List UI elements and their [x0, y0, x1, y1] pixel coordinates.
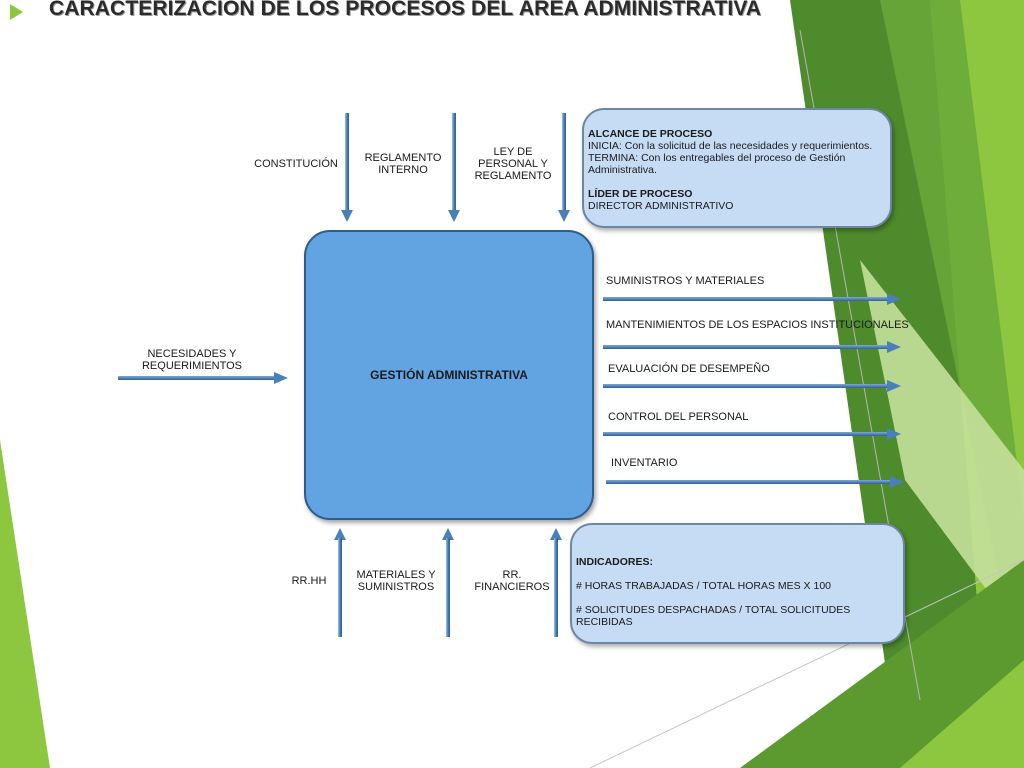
indicator-item: # HORAS TRABAJADAS / TOTAL HORAS MES X 1…: [576, 580, 831, 592]
output-label: SUMINISTROS Y MATERIALES: [606, 275, 765, 287]
output-arrow: [603, 293, 901, 305]
green-panel-left: [0, 440, 50, 768]
output-arrow: [603, 341, 901, 353]
control-arrow: [558, 113, 570, 222]
process-box: GESTIÓN ADMINISTRATIVA: [304, 230, 594, 520]
control-arrow: [448, 113, 460, 222]
leader-heading: LÍDER DE PROCESO: [588, 188, 693, 200]
indicator-item: # SOLICITUDES DESPACHADAS / TOTAL SOLICI…: [576, 604, 851, 628]
resource-label-rrhh: RR.HH: [291, 575, 327, 587]
control-label-reglamento-interno: REGLAMENTO INTERNO: [364, 152, 442, 176]
control-label-ley-de-personal: LEY DE PERSONAL Y REGLAMENTO: [474, 146, 552, 182]
green-panel-bottom-light: [900, 660, 1024, 768]
resource-arrow: [550, 528, 562, 637]
indicators-heading: INDICADORES:: [576, 556, 654, 568]
output-label: CONTROL DEL PERSONAL: [608, 411, 749, 423]
control-arrow: [341, 113, 353, 222]
input-arrow: [118, 372, 288, 384]
resource-arrow: [334, 528, 346, 637]
process-leader: DIRECTOR ADMINISTRATIVO: [588, 200, 734, 212]
scope-starts: INICIA: Con la solicitud de las necesida…: [588, 140, 873, 152]
scope-ends: TERMINA: Con los entregables del proceso…: [588, 152, 846, 176]
resource-arrow: [442, 528, 454, 637]
background-line: [589, 559, 1024, 768]
green-panel-pale: [860, 260, 1024, 640]
indicators-box: INDICADORES: # HORAS TRABAJADAS / TOTAL …: [570, 523, 905, 644]
output-arrow: [603, 380, 901, 392]
green-panel-bottom: [740, 560, 1024, 768]
output-arrow: [603, 428, 901, 440]
slide-title: CARACTERIZACIÓN DE LOS PROCESOS DEL ÁREA…: [49, 0, 762, 20]
title-bullet-icon: [10, 4, 23, 20]
control-label-constitucion: CONSTITUCIÓN: [254, 158, 338, 170]
output-label: MANTENIMIENTOS DE LOS ESPACIOS INSTITUCI…: [606, 319, 909, 331]
resource-label-financieros: RR. FINANCIEROS: [474, 569, 550, 593]
scope-heading: ALCANCE DE PROCESO: [588, 128, 713, 140]
resource-label-materiales: MATERIALES Y SUMINISTROS: [356, 569, 436, 593]
process-scope-box: ALCANCE DE PROCESO INICIA: Con la solici…: [582, 108, 892, 228]
output-label: EVALUACIÓN DE DESEMPEÑO: [608, 363, 770, 375]
output-arrow: [606, 476, 904, 488]
output-label: INVENTARIO: [611, 457, 678, 469]
input-label: NECESIDADES Y REQUERIMIENTOS: [141, 348, 243, 372]
process-title: GESTIÓN ADMINISTRATIVA: [370, 368, 528, 382]
